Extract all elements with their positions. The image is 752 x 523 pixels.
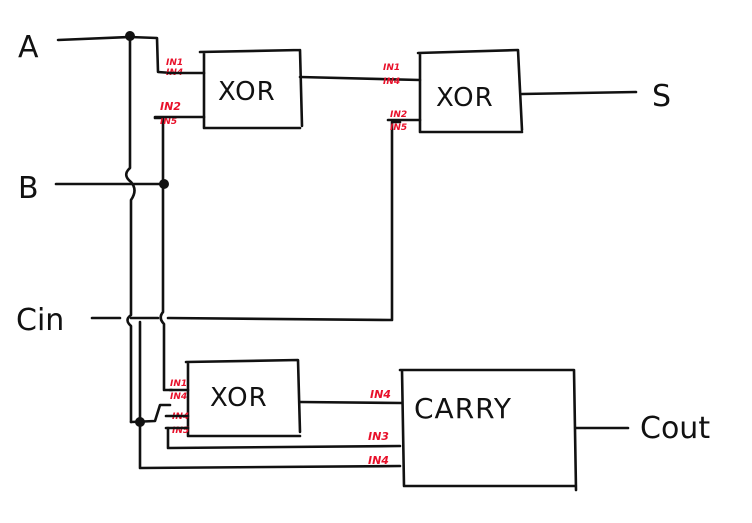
carry-block: CARRY IN4 IN3 IN4 bbox=[368, 368, 578, 492]
wire-xor3-to-carry bbox=[298, 400, 404, 405]
xor1-pin-in5: IN5 bbox=[160, 117, 177, 127]
wire-a bbox=[56, 31, 174, 424]
xor2-pin-in2: IN2 bbox=[390, 110, 407, 120]
wire-xor1-to-xor2 bbox=[298, 75, 422, 82]
carry-pin-in3: IN3 bbox=[368, 430, 389, 443]
xor-gate-1: XOR IN1 IN4 IN2 IN5 bbox=[153, 48, 304, 130]
wire-b bbox=[54, 116, 174, 392]
xor2-pin-in4: IN4 bbox=[383, 77, 400, 87]
carry-block-label: CARRY bbox=[414, 392, 512, 425]
xor1-pin-in1: IN1 bbox=[166, 58, 183, 68]
xor-gate-3-label: XOR bbox=[210, 383, 268, 413]
xor1-pin-in2: IN2 bbox=[160, 100, 181, 113]
wire-cin bbox=[90, 120, 402, 470]
xor3-pin-in4a: IN4 bbox=[170, 392, 187, 402]
input-label-cin: Cin bbox=[16, 303, 64, 338]
output-label-cout: Cout bbox=[640, 411, 710, 446]
wire-to-s bbox=[520, 90, 638, 96]
output-label-s: S bbox=[652, 79, 671, 114]
xor3-pin-in1: IN1 bbox=[170, 379, 187, 389]
xor-gate-1-label: XOR bbox=[218, 77, 276, 107]
wire-lower-inputs bbox=[129, 403, 402, 450]
carry-pin-in4: IN4 bbox=[370, 388, 391, 401]
xor2-pin-in1: IN1 bbox=[383, 63, 400, 73]
input-label-a: A bbox=[18, 30, 39, 65]
xor2-pin-in5: IN5 bbox=[390, 123, 407, 133]
input-label-b: B bbox=[18, 171, 39, 206]
carry-pin-in4b: IN4 bbox=[368, 454, 389, 467]
xor-gate-2-label: XOR bbox=[436, 83, 494, 113]
xor-gate-3: XOR IN1 IN4 IN4 IN5 bbox=[164, 358, 302, 438]
xor-gate-2: XOR IN1 IN4 IN2 IN5 bbox=[383, 48, 524, 134]
xor3-pin-in5: IN5 bbox=[172, 426, 189, 436]
